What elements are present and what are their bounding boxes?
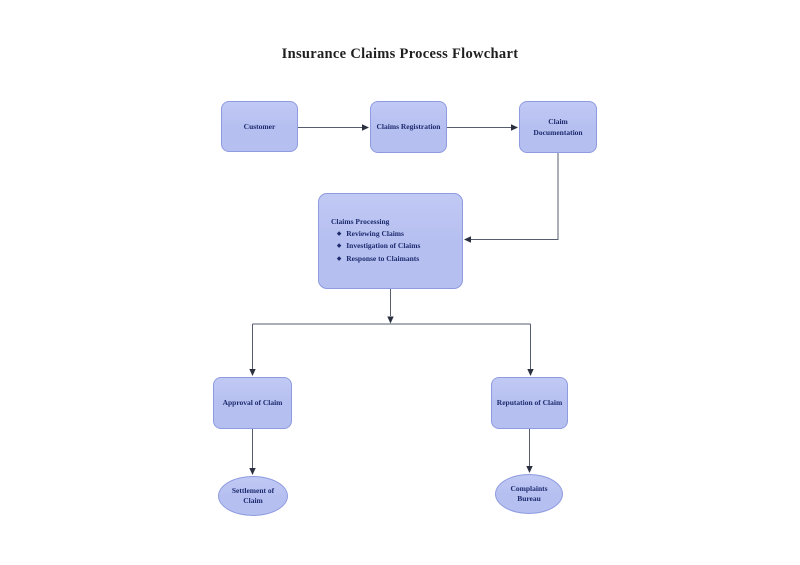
process-bullet-label: Reviewing Claims xyxy=(346,229,404,239)
process-bullet-label: Investigation of Claims xyxy=(346,241,421,251)
arrowhead-into-settlement xyxy=(249,468,256,475)
node-approval-of-claim: Approval of Claim xyxy=(213,377,292,429)
node-settlement-of-claim: Settlement of Claim xyxy=(218,476,288,516)
process-bullet-item: ◆ Response to Claimants xyxy=(331,253,454,265)
claims-processing-heading: Claims Processing xyxy=(331,217,390,226)
node-claim-documentation: Claim Documentation xyxy=(519,101,597,153)
arrowhead-into-processing xyxy=(464,236,471,243)
flowchart-title: Insurance Claims Process Flowchart xyxy=(281,46,519,62)
arrowhead-into-documentation xyxy=(511,124,518,131)
arrowhead-into-complaints xyxy=(526,466,533,473)
connector-documentation-to-processing xyxy=(471,153,559,240)
process-bullet-item: ◆ Reviewing Claims xyxy=(331,228,454,240)
node-settlement-label: Settlement of Claim xyxy=(231,485,275,505)
process-bullet-label: Response to Claimants xyxy=(346,253,420,263)
arrowhead-into-approval xyxy=(249,369,256,376)
process-bullet-item: ◆ Investigation of Claims xyxy=(331,240,454,252)
node-claims-processing: Claims Processing ◆ Reviewing Claims ◆ I… xyxy=(318,193,463,289)
bullet-diamond-icon: ◆ xyxy=(337,255,342,262)
node-claims-registration-label: Claims Registration xyxy=(376,122,441,132)
node-claims-registration: Claims Registration xyxy=(370,101,447,153)
node-claim-documentation-label: Claim Documentation xyxy=(533,116,583,137)
node-complaints-label: Complaints Bureau xyxy=(510,483,548,503)
node-approval-label: Approval of Claim xyxy=(222,398,283,408)
node-customer: Customer xyxy=(221,101,298,152)
bullet-diamond-icon: ◆ xyxy=(337,231,342,238)
arrowhead-into-reputation xyxy=(527,369,534,376)
bullet-diamond-icon: ◆ xyxy=(337,243,342,250)
arrowhead-at-branch-junction xyxy=(387,316,394,324)
node-reputation-of-claim: Reputation of Claim xyxy=(491,377,568,429)
node-customer-label: Customer xyxy=(243,121,276,131)
arrowhead-into-registration xyxy=(362,124,369,131)
node-complaints-bureau: Complaints Bureau xyxy=(495,474,563,514)
claims-processing-text: Claims Processing ◆ Reviewing Claims ◆ I… xyxy=(331,216,454,265)
node-reputation-label: Reputation of Claim xyxy=(496,398,563,408)
